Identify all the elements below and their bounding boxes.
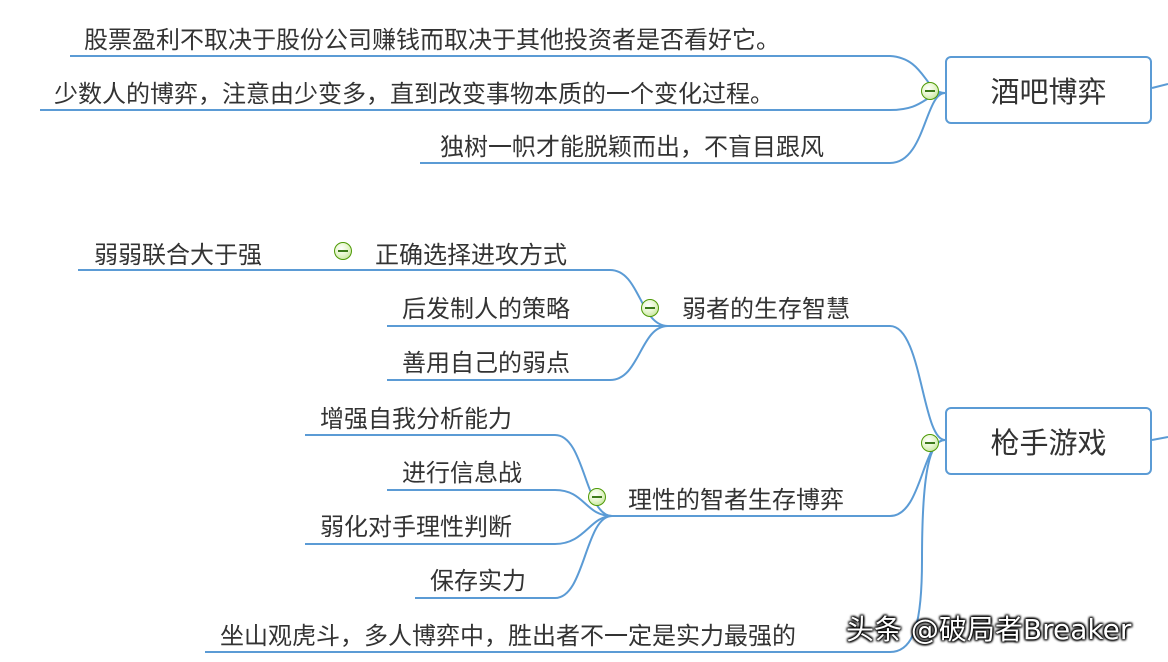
connector-gunman-stub: [1151, 436, 1168, 441]
branch-info-war[interactable]: 进行信息战: [402, 459, 522, 487]
branch-preserve-strength[interactable]: 保存实力: [430, 567, 526, 595]
collapse-gunman-game-icon[interactable]: [921, 434, 939, 452]
collapse-weak-wisdom-icon[interactable]: [641, 299, 659, 317]
branch-weaken-opponent[interactable]: 弱化对手理性判断: [320, 513, 512, 541]
connector-weak-wisdom: [668, 325, 946, 441]
branch-weak-wisdom[interactable]: 弱者的生存智慧: [682, 295, 850, 323]
connector-bar-game-stub: [1151, 83, 1168, 89]
branch-bar-minority-game[interactable]: 少数人的博弈，注意由少变多，直到改变事物本质的一个变化过程。: [54, 80, 774, 108]
branch-bar-stand-out[interactable]: 独树一帜才能脱颖而出，不盲目跟风: [440, 133, 824, 161]
collapse-bar-game-icon[interactable]: [921, 82, 939, 100]
branch-weak-alliance[interactable]: 弱弱联合大于强: [94, 241, 262, 269]
connector-rational-2: [387, 489, 613, 517]
topic-gunman-game[interactable]: 枪手游戏: [945, 407, 1152, 475]
branch-late-strike[interactable]: 后发制人的策略: [402, 295, 570, 323]
branch-use-weakness[interactable]: 善用自己的弱点: [402, 349, 570, 377]
topic-bar-game[interactable]: 酒吧博弈: [945, 56, 1152, 124]
branch-self-analysis[interactable]: 增强自我分析能力: [320, 405, 512, 433]
connector-bar-2: [40, 92, 946, 111]
connector-rational-1: [305, 434, 613, 517]
topic-bar-game-label: 酒吧博弈: [990, 75, 1107, 109]
topic-gunman-game-label: 枪手游戏: [990, 426, 1107, 460]
branch-watch-fight[interactable]: 坐山观虎斗，多人博弈中，胜出者不一定是实力最强的: [220, 622, 796, 650]
connector-choose-attack: [357, 269, 669, 327]
branch-choose-attack[interactable]: 正确选择进攻方式: [375, 241, 567, 269]
collapse-choose-attack-icon[interactable]: [334, 242, 352, 260]
watermark: 头条 @破局者Breaker: [846, 613, 1132, 646]
branch-rational-wise[interactable]: 理性的智者生存博弈: [628, 486, 844, 514]
branch-bar-stock-profit[interactable]: 股票盈利不取决于股份公司赚钱而取决于其他投资者是否看好它。: [84, 26, 780, 54]
connector-bar-3: [420, 92, 946, 164]
connector-use-weakness: [387, 325, 669, 381]
collapse-rational-wise-icon[interactable]: [588, 488, 606, 506]
connector-rational-4: [415, 515, 613, 599]
